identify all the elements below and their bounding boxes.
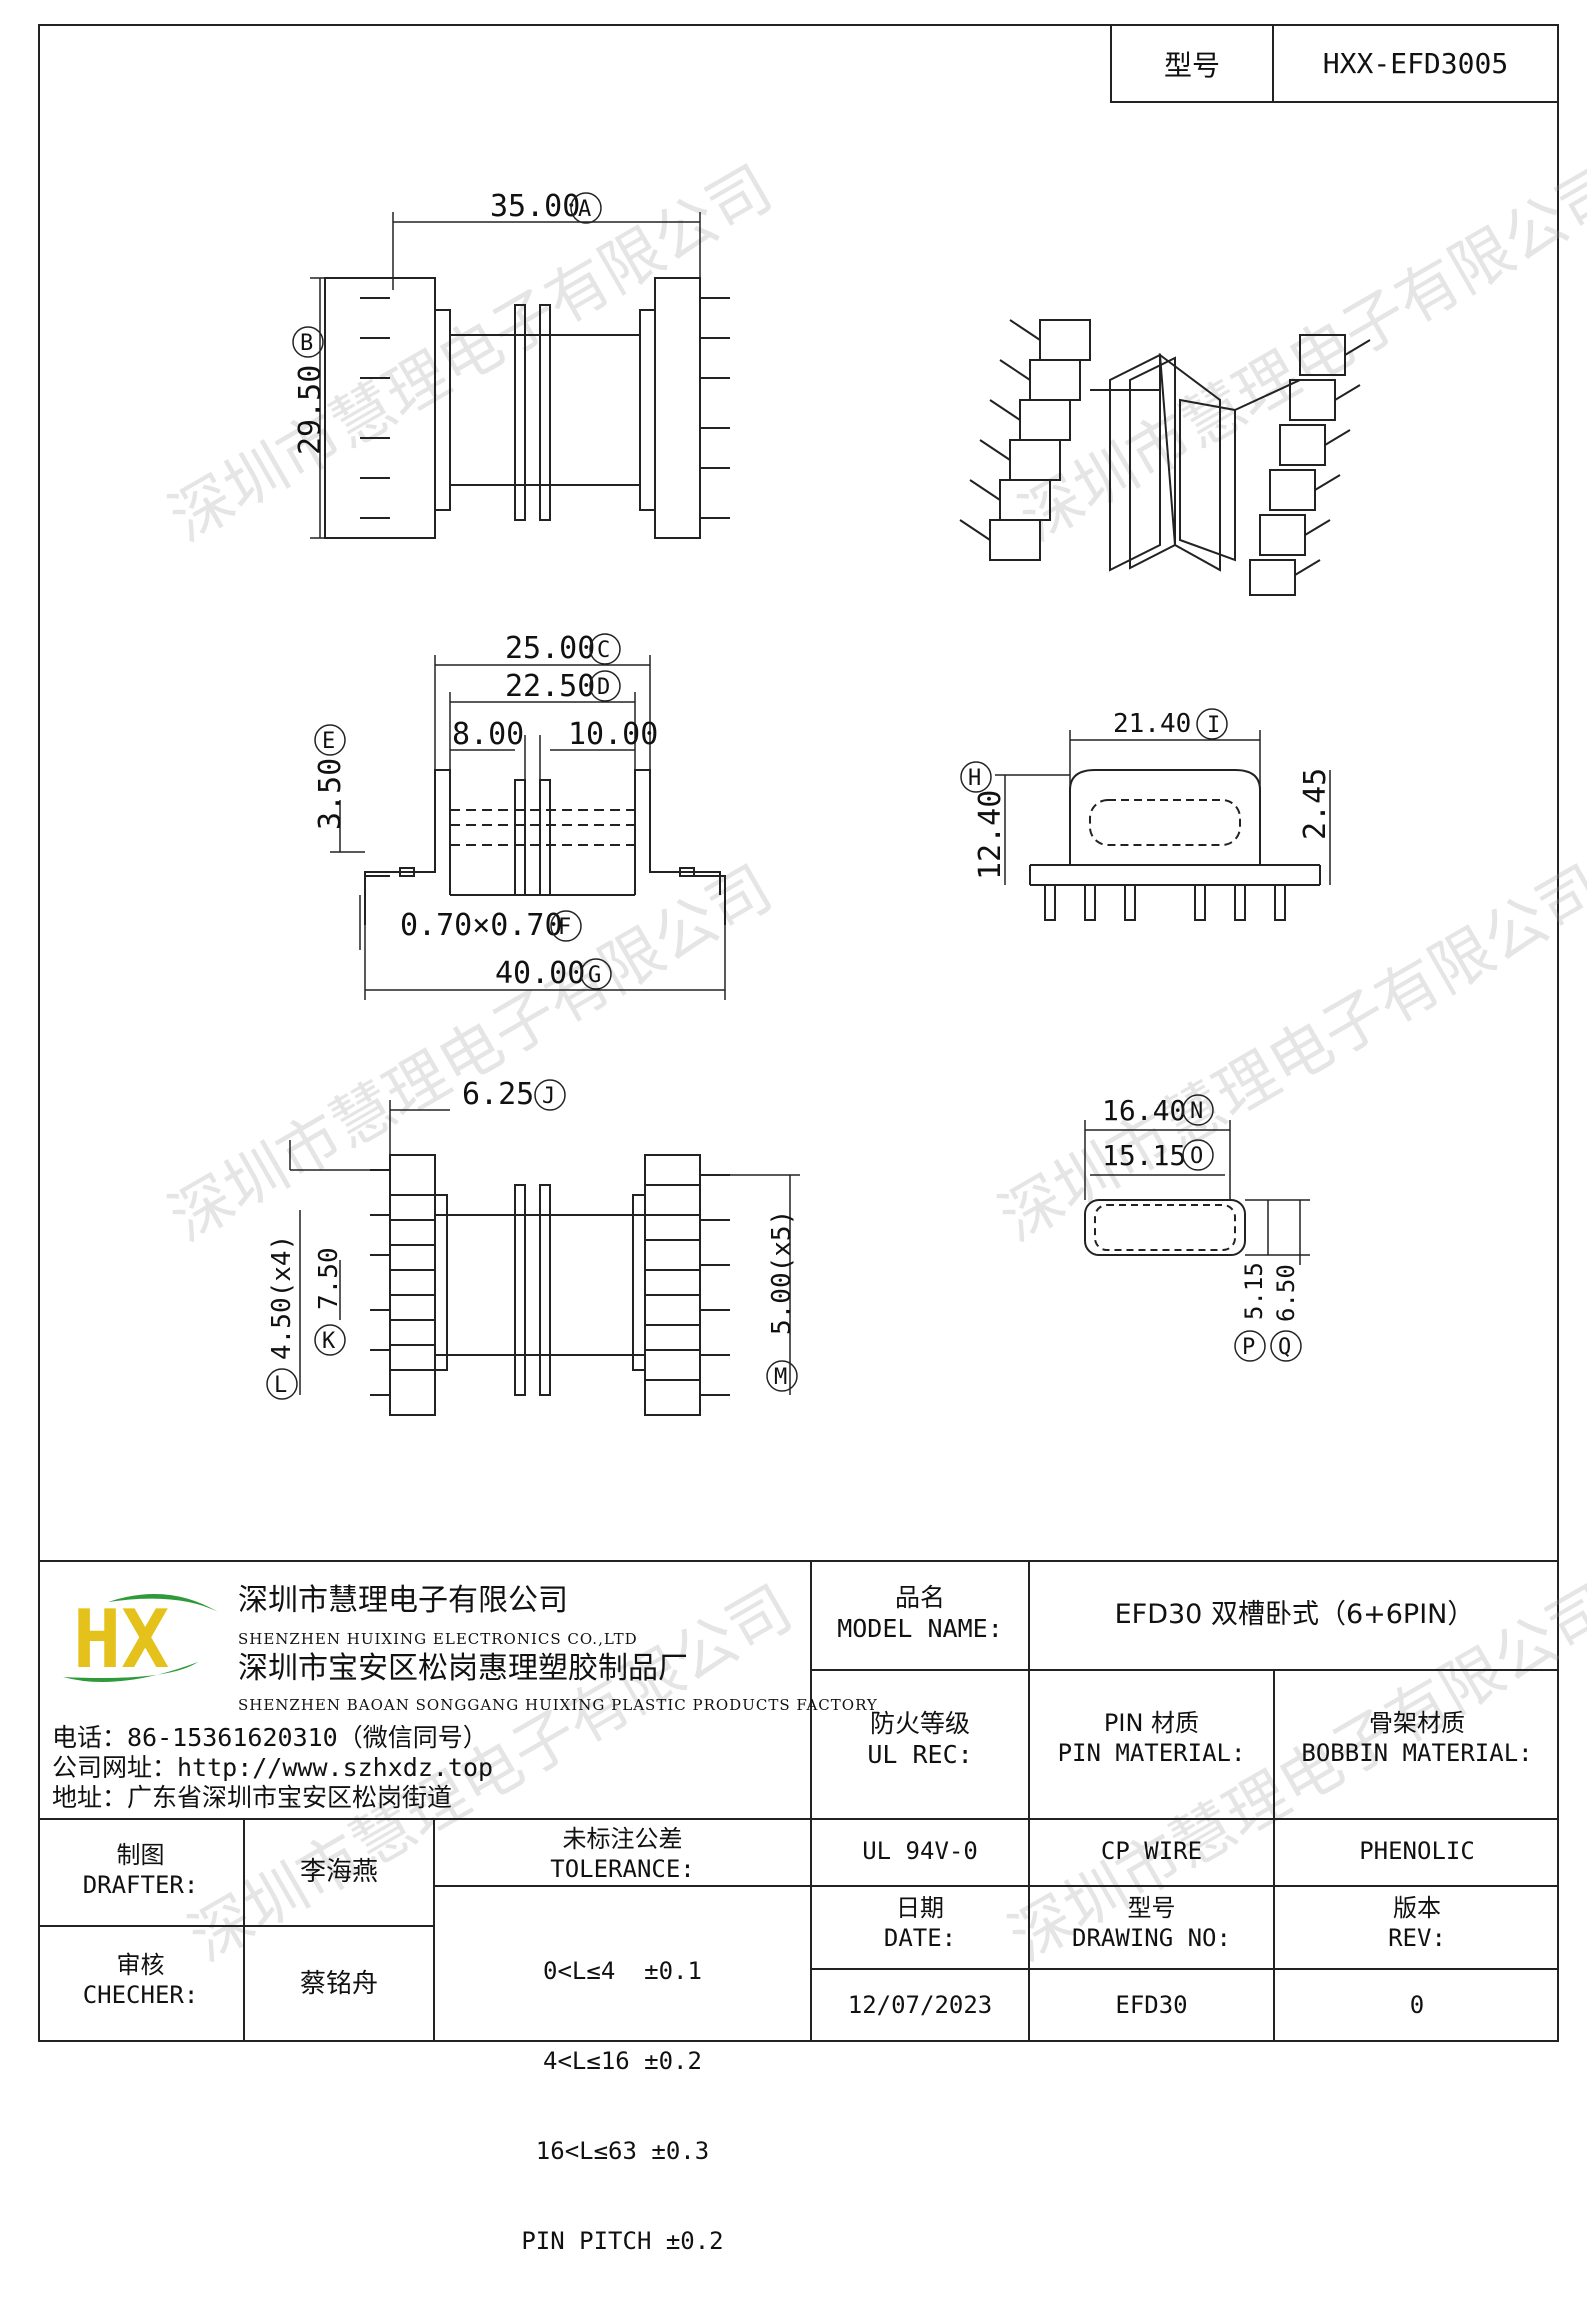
rev-value: 0 bbox=[1409, 1991, 1425, 2019]
dim-n-value: 16.40 bbox=[1102, 1094, 1186, 1127]
tolerance-line: 16<L≤63 ±0.3 bbox=[535, 2137, 710, 2165]
dim-p-tag-circle bbox=[1234, 1330, 1266, 1362]
dim-c-tag-circle bbox=[589, 633, 621, 665]
dim-f-tag-circle bbox=[550, 910, 582, 942]
dim-i-tag-circle bbox=[1196, 708, 1228, 740]
checker-label: 审核 CHECHER: bbox=[82, 1951, 199, 2009]
pin-material-label: PIN 材质 PIN MATERIAL: bbox=[1057, 1709, 1246, 1767]
technical-drawing: 35.00 A B 29.50 25.00 C 22.50 D 8.00 10.… bbox=[266, 189, 1371, 1416]
dim-d-value: 22.50 bbox=[505, 669, 595, 704]
dim-d-tag: D bbox=[597, 675, 610, 700]
isometric-view bbox=[959, 319, 1371, 596]
dim-h-tag: H bbox=[968, 766, 981, 791]
date-label: 日期 DATE: bbox=[883, 1894, 957, 1952]
drafter-label: 制图 DRAFTER: bbox=[82, 1841, 199, 1899]
dim-j-value: 6.25 bbox=[462, 1077, 534, 1112]
contact-phone: 电话：86-15361620310（微信同号） bbox=[52, 1723, 488, 1752]
company-logo: HX bbox=[63, 1593, 218, 1686]
bobbin-material-value: PHENOLIC bbox=[1359, 1837, 1475, 1865]
dim-h-value: 12.40 bbox=[973, 790, 1008, 880]
dim-j-tag-circle bbox=[534, 1079, 566, 1111]
drawing-no-label: 型号 DRAWING NO: bbox=[1072, 1894, 1231, 1952]
company-name-cn: 深圳市慧理电子有限公司 bbox=[238, 1583, 568, 1618]
dim-o-value: 15.15 bbox=[1102, 1139, 1186, 1172]
dim-c-value: 25.00 bbox=[505, 631, 595, 666]
dim-o-tag-circle bbox=[1182, 1139, 1214, 1171]
dim-m-value: 5.00(x5) bbox=[767, 1210, 797, 1335]
pin-material-value: CP WIRE bbox=[1100, 1837, 1203, 1865]
dim-p-value: 5.15 bbox=[1240, 1262, 1268, 1320]
dim-q-tag-circle bbox=[1270, 1330, 1302, 1362]
dim-a-value: 35.00 bbox=[490, 189, 580, 224]
dim-k-tag-circle bbox=[314, 1324, 346, 1356]
side-view bbox=[995, 730, 1331, 921]
contact-address: 地址：广东省深圳市宝安区松岗街道 bbox=[52, 1783, 453, 1812]
drafter-value: 李海燕 bbox=[299, 1857, 378, 1887]
dim-k-value: 7.50 bbox=[314, 1247, 344, 1310]
factory-name-en: SHENZHEN BAOAN SONGGANG HUIXING PLASTIC … bbox=[238, 1696, 878, 1714]
dim-h-tag-circle bbox=[960, 761, 992, 793]
dim-c-tag: C bbox=[597, 638, 610, 663]
dim-g-tag: G bbox=[588, 963, 601, 988]
dim-e-tag: E bbox=[322, 729, 335, 754]
dim-l-value: 4.50(x4) bbox=[267, 1235, 297, 1360]
dim-e-tag-circle bbox=[314, 724, 346, 756]
dim-b-tag: B bbox=[300, 331, 313, 356]
dim-m-tag: M bbox=[774, 1365, 787, 1390]
top-view bbox=[310, 212, 730, 539]
dim-f-tag: F bbox=[558, 915, 571, 940]
tolerance-table: 0<L≤4 ±0.1 4<L≤16 ±0.2 16<L≤63 ±0.3 PIN … bbox=[435, 1896, 810, 2316]
dim-d-tag-circle bbox=[589, 670, 621, 702]
rev-label: 版本 REV: bbox=[1388, 1894, 1446, 1952]
company-name-en: SHENZHEN HUIXING ELECTRONICS CO.,LTD bbox=[238, 1630, 638, 1648]
dim-a-tag: A bbox=[578, 197, 591, 222]
dim-q-value: 6.50 bbox=[1272, 1264, 1300, 1322]
dim-j-tag: J bbox=[542, 1084, 555, 1109]
bobbin-material-label: 骨架材质 BOBBIN MATERIAL: bbox=[1301, 1709, 1533, 1767]
dim-g-tag-circle bbox=[580, 958, 612, 990]
dim-i-tag: I bbox=[1207, 713, 1220, 738]
tolerance-label: 未标注公差 TOLERANCE: bbox=[550, 1825, 695, 1883]
dim-b-tag-circle bbox=[292, 326, 324, 358]
drawing-no-value: EFD30 bbox=[1115, 1991, 1188, 2019]
ul-rec-label: 防火等级 UL REC: bbox=[867, 1709, 973, 1770]
dim-p-tag: P bbox=[1242, 1335, 1255, 1360]
date-value: 12/07/2023 bbox=[847, 1991, 993, 2019]
tolerance-line: 4<L≤16 ±0.2 bbox=[543, 2047, 702, 2075]
dim-g-value: 40.00 bbox=[495, 956, 585, 991]
dim-q-tag: Q bbox=[1278, 1335, 1291, 1360]
contact-website: 公司网址：http://www.szhxdz.top bbox=[52, 1753, 494, 1782]
tolerance-line: 0<L≤4 ±0.1 bbox=[543, 1957, 702, 1985]
model-name-label: 品名 MODEL NAME: bbox=[837, 1583, 1003, 1644]
factory-name-cn: 深圳市宝安区松岗惠理塑胶制品厂 bbox=[238, 1651, 688, 1686]
checker-value: 蔡铭舟 bbox=[299, 1969, 378, 1999]
dim-b-value: 29.50 bbox=[293, 365, 328, 455]
dim-l-tag: L bbox=[274, 1373, 287, 1398]
dim-n-tag-circle bbox=[1182, 1094, 1214, 1126]
model-header-box: 型号 HXX-EFD3005 bbox=[1110, 24, 1559, 103]
front-view bbox=[330, 655, 726, 1000]
tolerance-line: PIN PITCH ±0.2 bbox=[521, 2227, 724, 2255]
dim-f-value: 0.70×0.70 bbox=[400, 908, 563, 943]
section-view bbox=[1084, 1120, 1310, 1265]
dim-e-value: 3.50 bbox=[313, 758, 348, 830]
dim-l-tag-circle bbox=[266, 1368, 298, 1400]
bottom-view bbox=[289, 1100, 800, 1416]
ul-rec-value: UL 94V-0 bbox=[862, 1837, 978, 1865]
logo-letters: HX bbox=[73, 1593, 169, 1686]
dim-n-tag: N bbox=[1190, 1099, 1203, 1124]
dim-i-value: 21.40 bbox=[1113, 709, 1191, 739]
drawing-frame bbox=[38, 24, 1559, 2042]
model-label: 型号 bbox=[1112, 26, 1274, 101]
dim-seg1-value: 8.00 bbox=[452, 717, 524, 752]
dim-side-h-value: 2.45 bbox=[1298, 768, 1333, 840]
model-value: HXX-EFD3005 bbox=[1322, 47, 1509, 80]
dim-a-tag-circle bbox=[570, 192, 602, 224]
dim-seg2-value: 10.00 bbox=[568, 717, 658, 752]
dim-k-tag: K bbox=[322, 1329, 336, 1354]
dim-m-tag-circle bbox=[766, 1360, 798, 1392]
dim-o-tag: O bbox=[1190, 1144, 1203, 1169]
model-name-value: EFD30 双槽卧式（6+6PIN） bbox=[1114, 1599, 1475, 1630]
title-block: HX 深圳市慧理电子有限公司 SHENZHEN HUIXING ELECTRON… bbox=[38, 1560, 1559, 2255]
